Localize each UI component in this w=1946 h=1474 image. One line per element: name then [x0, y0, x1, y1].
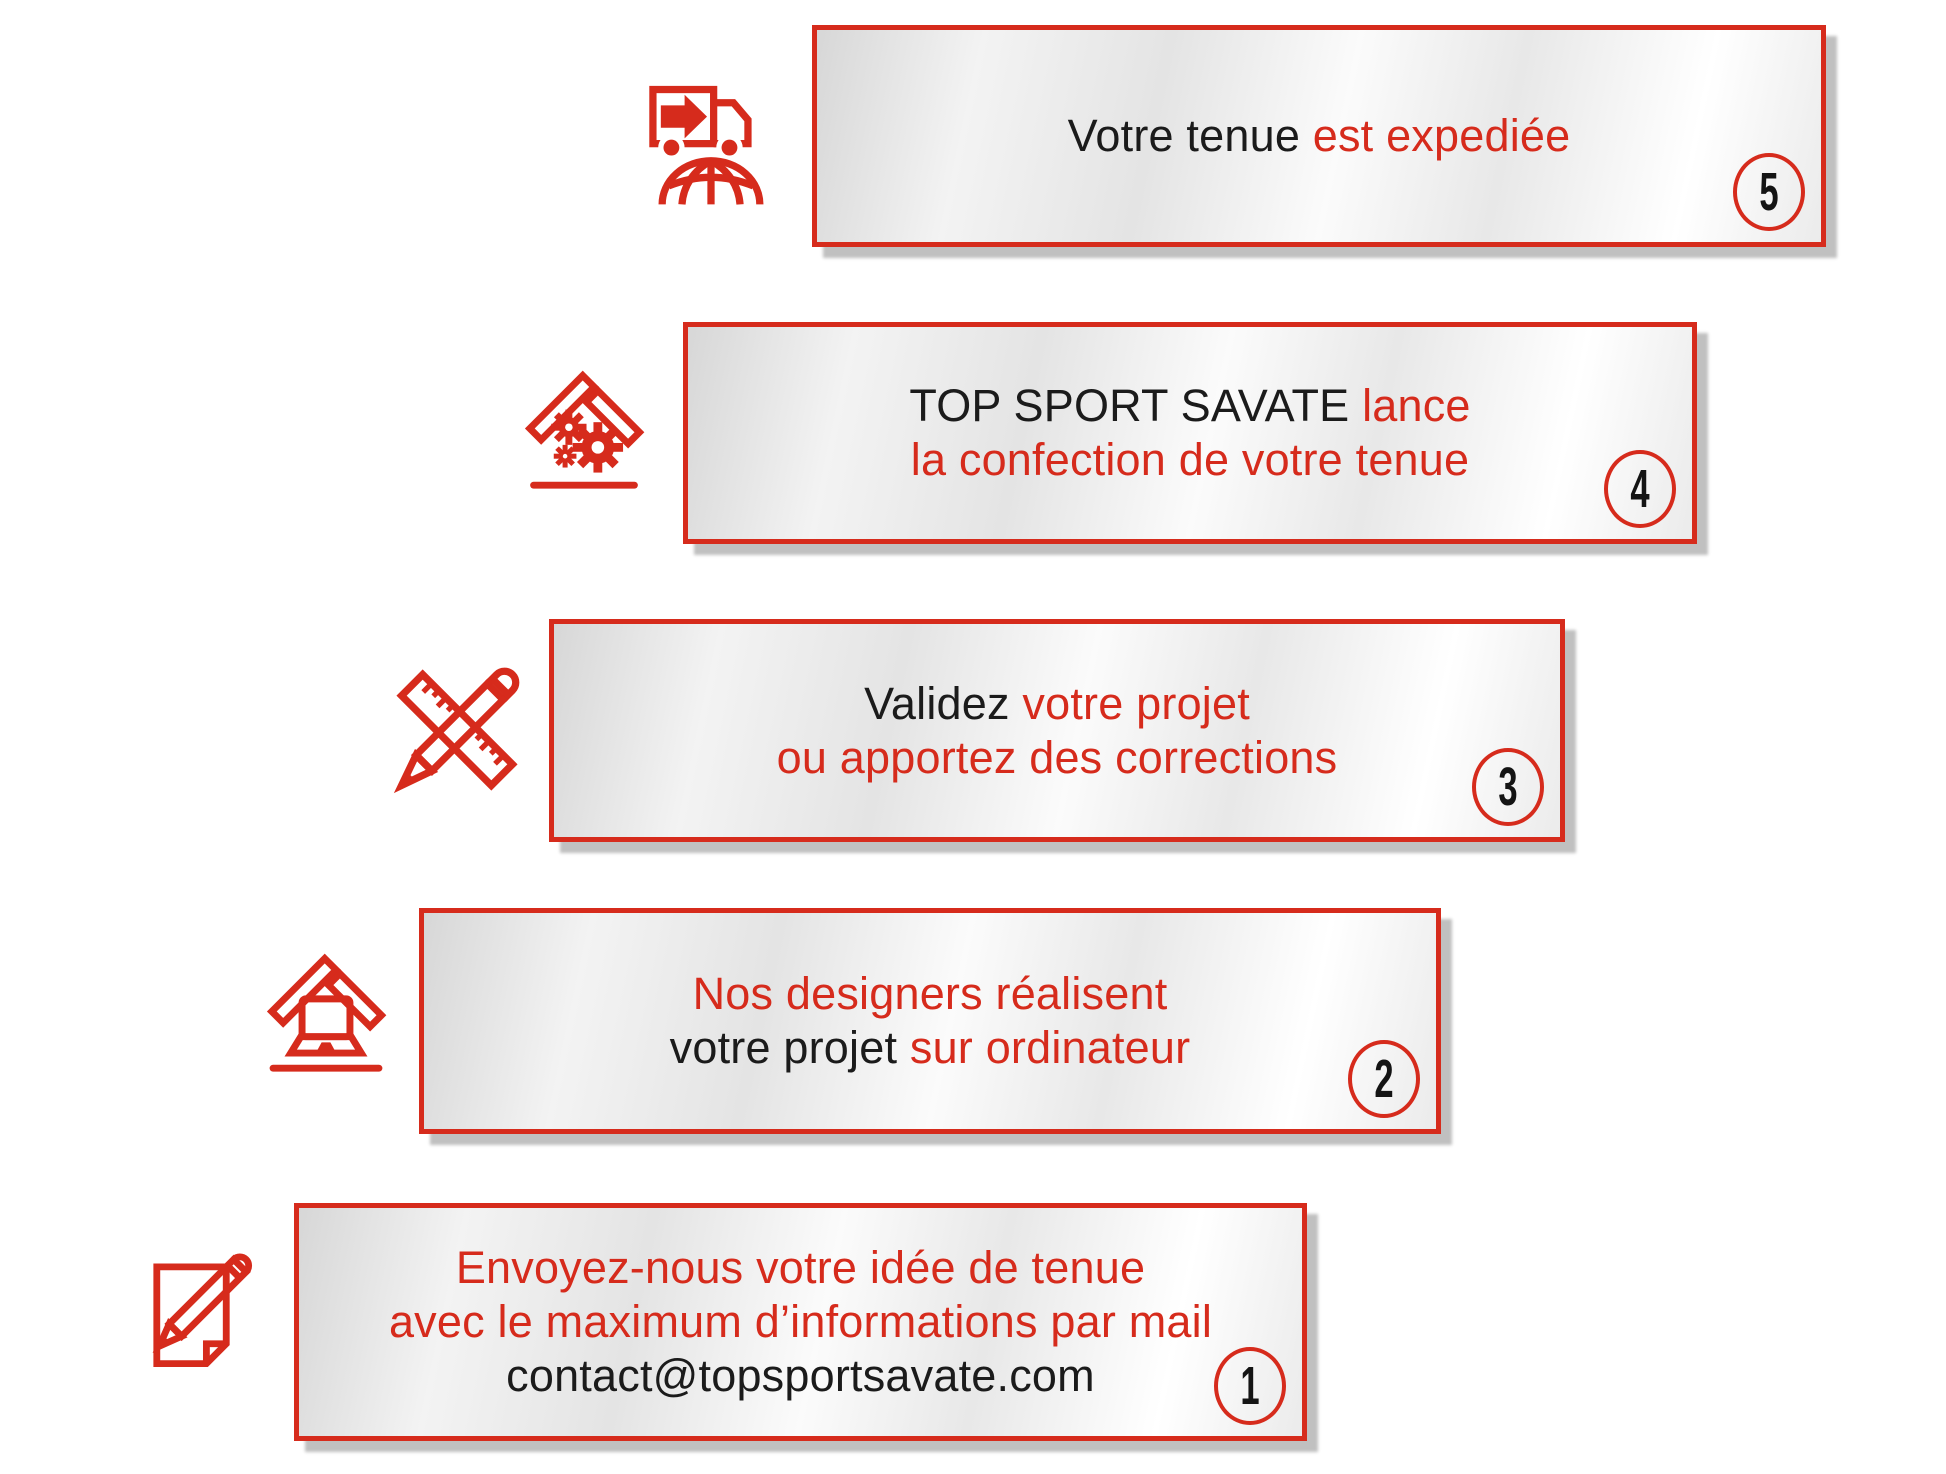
step-4-text-line1: TOP SPORT SAVATE lance — [909, 379, 1470, 433]
step-4-text-line2: la confection de votre tenue — [911, 433, 1469, 487]
step-2-text-line1-red: Nos designers réalisent — [692, 968, 1168, 1019]
step-4-panel: TOP SPORT SAVATE lance la confection de … — [683, 322, 1697, 544]
step-3-text-line2-red: ou apportez des corrections — [776, 731, 1338, 783]
step-1-text-line2: avec le maximum d’informations par mail — [389, 1295, 1212, 1349]
step-1-panel: Envoyez-nous votre idée de tenue avec le… — [294, 1203, 1307, 1441]
step-3-panel: Validez votre projet ou apportez des cor… — [549, 619, 1565, 842]
note-pencil-icon — [132, 1252, 256, 1376]
step-1-text-line2-red: avec le maximum d’informations par mail — [388, 1296, 1213, 1347]
step-1-text-line1: Envoyez-nous votre idée de tenue — [456, 1241, 1145, 1295]
step-2-text-line1: Nos designers réalisent — [693, 967, 1168, 1021]
step-4-number: 4 — [1630, 459, 1650, 519]
step-4-badge: 4 — [1604, 450, 1676, 528]
workshop-gears-icon — [521, 368, 647, 494]
step-1-text-line1-red: Envoyez-nous votre idée de tenue — [455, 1242, 1146, 1293]
step-3-badge: 3 — [1472, 748, 1544, 826]
step-2-number: 2 — [1374, 1049, 1394, 1109]
laptop-house-icon — [263, 951, 389, 1077]
step-3-text-line1: Validez votre projet — [864, 677, 1250, 731]
step-3-text-line2: ou apportez des corrections — [777, 731, 1338, 785]
step-1-badge: 1 — [1214, 1347, 1286, 1425]
step-4-text-line2-red: la confection de votre tenue — [910, 434, 1470, 485]
step-5-badge: 5 — [1733, 153, 1805, 231]
step-5-text-red: est expediée — [1312, 110, 1571, 161]
step-3-text-red: votre projet — [1022, 677, 1250, 729]
step-3-number: 3 — [1498, 757, 1518, 817]
step-1-email-text: contact@topsportsavate.com — [506, 1350, 1095, 1401]
pencil-ruler-icon — [391, 664, 523, 796]
step-4-text-red: lance — [1362, 380, 1471, 431]
step-4-text-black: TOP SPORT SAVATE — [909, 380, 1363, 431]
step-5-number: 5 — [1759, 162, 1779, 222]
step-2-text-line2: votre projet sur ordinateur — [670, 1021, 1191, 1075]
step-3-text-black: Validez — [864, 677, 1023, 729]
step-1-number: 1 — [1240, 1356, 1260, 1416]
step-2-badge: 2 — [1348, 1040, 1420, 1118]
step-5-text-black: Votre tenue — [1067, 110, 1313, 161]
step-2-text-line2-red: sur ordinateur — [909, 1022, 1191, 1073]
step-2-panel: Nos designers réalisent votre projet sur… — [419, 908, 1441, 1134]
step-2-text-black: votre projet — [669, 1022, 910, 1073]
delivery-truck-globe-icon — [645, 72, 777, 210]
step-5-text: Votre tenue est expediée — [1068, 109, 1571, 163]
step-5-panel: Votre tenue est expediée 5 — [812, 25, 1826, 247]
step-1-email: contact@topsportsavate.com — [506, 1349, 1095, 1403]
